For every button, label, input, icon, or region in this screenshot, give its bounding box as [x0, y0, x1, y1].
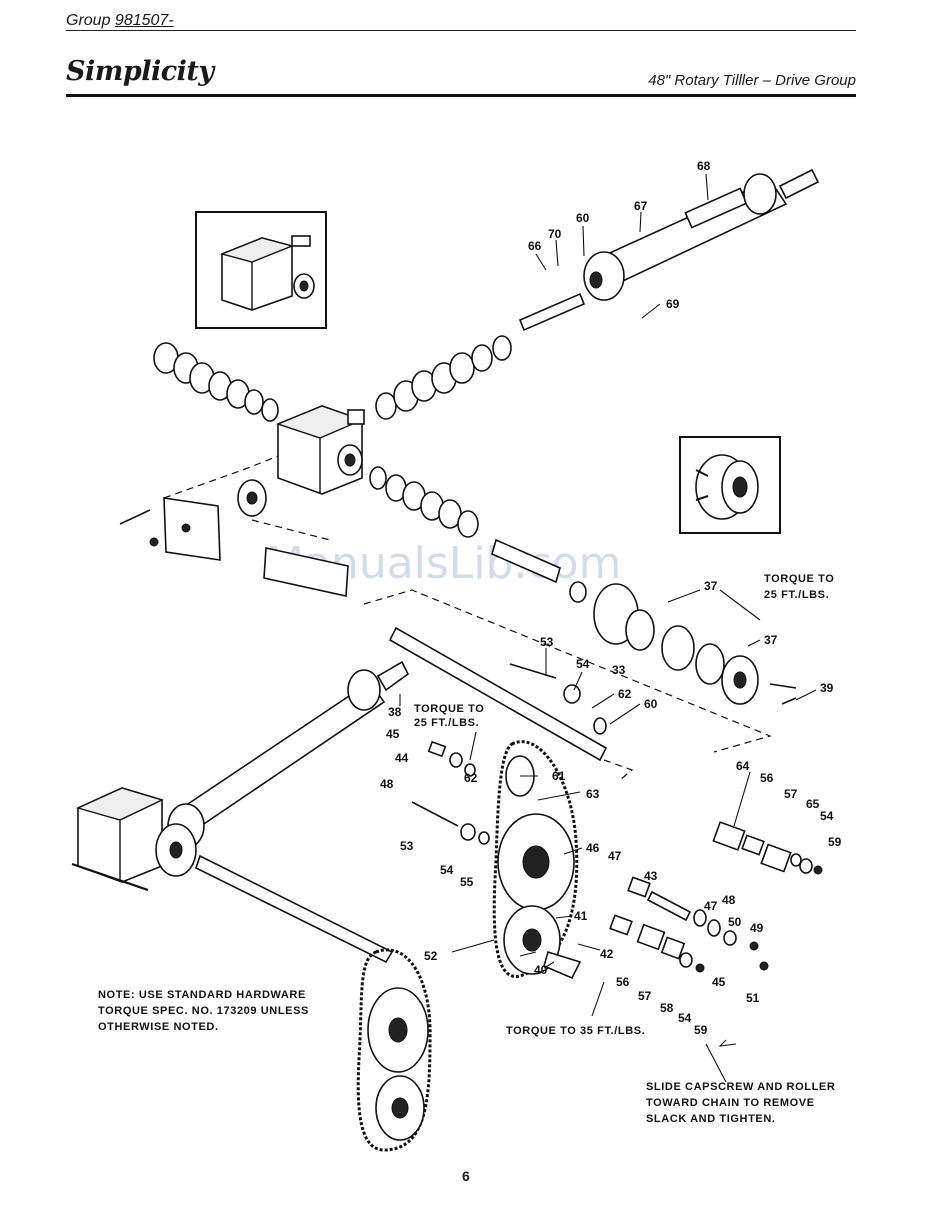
callout-41: 41	[574, 909, 588, 923]
callout-66: 66	[528, 239, 542, 253]
torque-note-bottom: TORQUE TO 35 FT./LBS.	[506, 1025, 645, 1037]
callout-54-lower: 54	[440, 863, 454, 877]
group-number: 981507-	[114, 12, 174, 29]
callout-63: 63	[586, 787, 600, 801]
lower-pto-shaft	[167, 660, 410, 849]
callout-62-upper: 62	[618, 687, 632, 701]
general-note-line1: NOTE: USE STANDARD HARDWARE	[98, 989, 306, 1001]
output-shaft	[195, 854, 394, 964]
long-drive-shaft	[388, 626, 608, 762]
callout-52: 52	[424, 949, 438, 963]
callout-69: 69	[666, 297, 680, 311]
brand-logo: Simplicity	[66, 56, 214, 87]
callout-53-lower: 53	[400, 839, 414, 853]
callout-60: 60	[576, 211, 590, 225]
callout-59-bottom: 59	[694, 1023, 708, 1037]
slide-note-line3: SLACK AND TIGHTEN.	[646, 1113, 776, 1125]
bearing-stack-lower	[369, 466, 479, 538]
callout-68: 68	[697, 159, 711, 173]
callout-37-top: 37	[704, 579, 718, 593]
torque-note-mid-line2: 25 FT./LBS.	[414, 717, 479, 729]
callout-45-upper: 45	[386, 727, 400, 741]
mounting-bracket	[263, 547, 349, 597]
phantom-lines	[163, 455, 772, 781]
torque-note-mid-line1: TORQUE TO	[414, 703, 484, 715]
torque-notes: TORQUE TO 25 FT./LBS. TORQUE TO 25 FT./L…	[414, 573, 834, 1037]
callout-54-bottom: 54	[678, 1011, 692, 1025]
splined-stub-shaft	[518, 292, 586, 332]
callout-50: 50	[728, 915, 742, 929]
callout-59-right: 59	[828, 835, 842, 849]
callout-65: 65	[806, 797, 820, 811]
callout-43: 43	[644, 869, 658, 883]
callout-51: 51	[746, 991, 760, 1005]
callout-60-lower: 60	[644, 697, 658, 711]
callout-62-lower: 62	[464, 771, 478, 785]
callout-39: 39	[820, 681, 834, 695]
lower-gearbox	[71, 787, 197, 892]
callout-55: 55	[460, 875, 474, 889]
slide-note-line1: SLIDE CAPSCREW AND ROLLER	[646, 1081, 835, 1093]
callout-56-lower: 56	[616, 975, 630, 989]
callout-53-upper: 53	[540, 635, 554, 649]
callout-54-right: 54	[820, 809, 834, 823]
callout-58: 58	[660, 1001, 674, 1015]
callout-46: 46	[586, 841, 600, 855]
callout-38: 38	[388, 705, 402, 719]
group-label: Group 981507-	[66, 12, 174, 30]
tensioner-hardware	[543, 821, 823, 980]
leader-lines	[399, 173, 817, 1083]
group-prefix: Group	[66, 12, 111, 29]
gearbox-inset	[195, 211, 327, 329]
callout-67: 67	[634, 199, 648, 213]
callout-33: 33	[612, 663, 626, 677]
slide-note: SLIDE CAPSCREW AND ROLLER TOWARD CHAIN T…	[646, 1081, 835, 1125]
callout-47-upper: 47	[608, 849, 622, 863]
callout-64: 64	[736, 759, 750, 773]
top-rule	[66, 30, 856, 31]
document-title: 48" Rotary Tilller – Drive Group	[648, 72, 856, 89]
callout-44: 44	[395, 751, 409, 765]
bearing-stack-right	[375, 335, 512, 420]
callout-49: 49	[750, 921, 764, 935]
callout-48-left: 48	[380, 777, 394, 791]
page-number: 6	[462, 1168, 470, 1184]
coupling-inset	[679, 436, 781, 534]
callout-57-right: 57	[784, 787, 798, 801]
shaft-hardware	[411, 663, 607, 845]
callout-48-right: 48	[722, 893, 736, 907]
torque-note-top-line1: TORQUE TO	[764, 573, 834, 585]
torque-note-top-line2: 25 FT./LBS.	[764, 589, 829, 601]
general-note-line2: TORQUE SPEC. NO. 173209 UNLESS	[98, 1005, 309, 1017]
general-note-line3: OTHERWISE NOTED.	[98, 1021, 219, 1033]
shaft-coupling-assembly	[491, 538, 797, 705]
callout-40: 40	[534, 963, 548, 977]
callout-47-lower: 47	[704, 899, 718, 913]
main-gearbox	[275, 405, 365, 495]
bearing-stack-left	[153, 342, 279, 422]
general-note: NOTE: USE STANDARD HARDWARE TORQUE SPEC.…	[98, 989, 309, 1033]
callout-labels: 68 67 60 70 66 69 37 37 39 53 54 62 60 3…	[380, 159, 842, 1037]
gearbox-cover-plate	[119, 479, 267, 561]
header-rule	[66, 94, 856, 97]
upper-pto-shaft	[583, 168, 820, 301]
callout-70: 70	[548, 227, 562, 241]
callout-37-bottom: 37	[764, 633, 778, 647]
lower-chain-drive	[356, 948, 432, 1152]
callout-42: 42	[600, 947, 614, 961]
callout-45-lower: 45	[712, 975, 726, 989]
callout-61: 61	[552, 769, 566, 783]
callout-54-upper: 54	[576, 657, 590, 671]
callout-56-right: 56	[760, 771, 774, 785]
slide-note-line2: TOWARD CHAIN TO REMOVE	[646, 1097, 815, 1109]
callout-57-lower: 57	[638, 989, 652, 1003]
